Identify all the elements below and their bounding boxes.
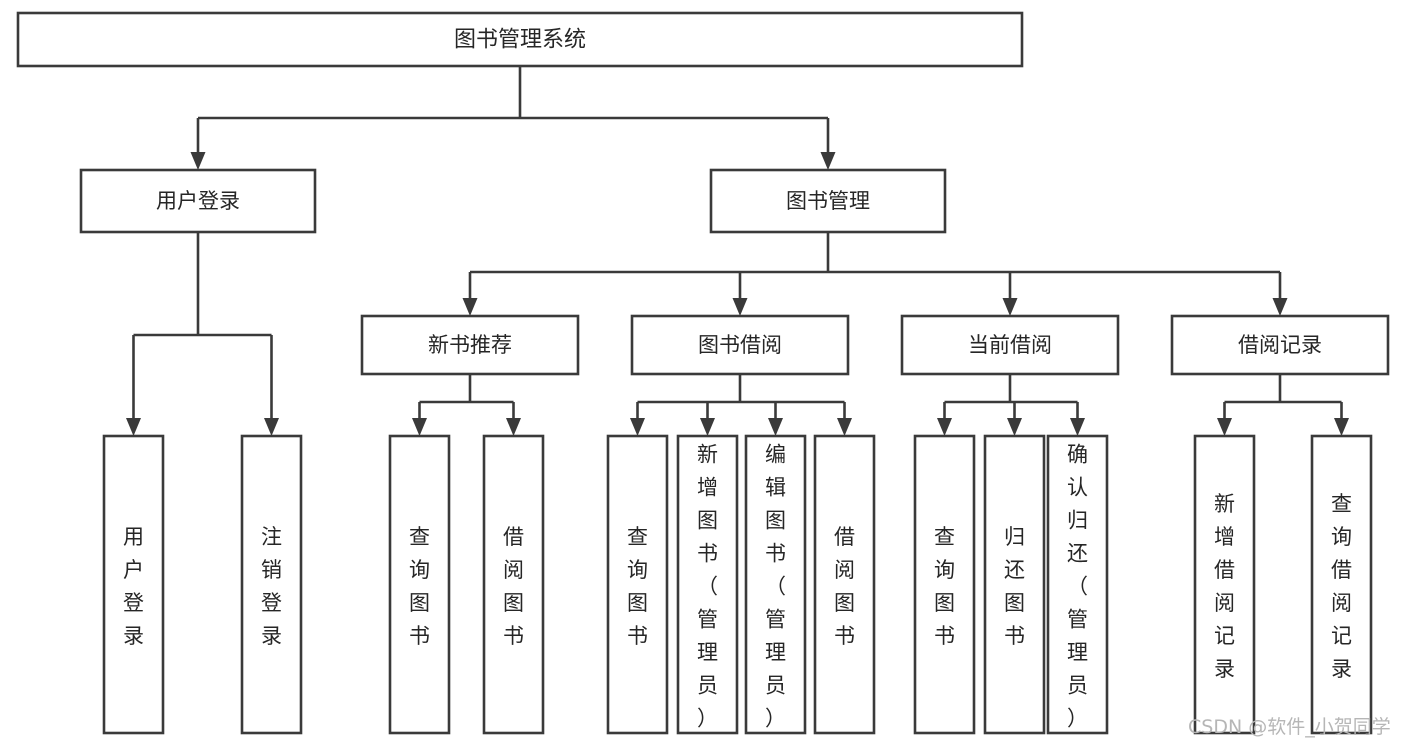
- arrow-head-icon: [837, 418, 852, 436]
- node-box: [360, 314, 580, 376]
- node-label: 用户登录: [156, 189, 240, 213]
- node-查询借阅记录[interactable]: 查询借阅记录: [1310, 434, 1373, 735]
- node-label: 当前借阅: [968, 333, 1052, 357]
- node-label: 图书借阅: [698, 333, 782, 357]
- arrow-head-icon: [732, 298, 748, 316]
- node-label: 新书推荐: [428, 333, 512, 357]
- arrow-head-icon: [1217, 418, 1232, 436]
- node-当前借阅[interactable]: 当前借阅: [900, 314, 1120, 376]
- node-label: 借阅图书: [503, 525, 524, 648]
- csdn-watermark: CSDN @软件_小贺同学: [1188, 716, 1391, 738]
- node-新书推荐[interactable]: 新书推荐: [360, 314, 580, 376]
- arrow-head-icon: [1070, 418, 1085, 436]
- node-box: [900, 314, 1120, 376]
- node-编辑图书-管理员[interactable]: 编辑图书（管理员）: [744, 434, 807, 735]
- arrow-head-icon: [264, 418, 279, 436]
- arrow-head-icon: [506, 418, 521, 436]
- node-box: [240, 434, 303, 735]
- node-layer: 图书管理系统用户登录图书管理用户登录注销登录新书推荐查询图书借阅图书图书借阅查询…: [16, 11, 1390, 735]
- node-box: [813, 434, 876, 735]
- connector-layer: [126, 66, 1349, 436]
- node-用户登录[interactable]: 用户登录: [102, 434, 165, 735]
- arrow-head-icon: [462, 298, 478, 316]
- node-box: [1170, 314, 1390, 376]
- node-图书管理系统[interactable]: 图书管理系统: [16, 11, 1024, 68]
- arrow-head-icon: [126, 418, 141, 436]
- node-图书管理[interactable]: 图书管理: [709, 168, 947, 234]
- node-box: [913, 434, 976, 735]
- node-新增图书-管理员[interactable]: 新增图书（管理员）: [676, 434, 739, 735]
- node-label: 确认归还（管理员）: [1067, 443, 1088, 731]
- node-label: 查询图书: [934, 525, 955, 648]
- node-图书借阅[interactable]: 图书借阅: [630, 314, 850, 376]
- node-用户登录[interactable]: 用户登录: [79, 168, 317, 234]
- node-box: [744, 434, 807, 735]
- node-label: 查询图书: [627, 525, 648, 648]
- node-box: [1046, 434, 1109, 735]
- arrow-head-icon: [1272, 298, 1288, 316]
- node-box: [16, 11, 1024, 68]
- arrow-head-icon: [1002, 298, 1018, 316]
- node-box: [1193, 434, 1256, 735]
- arrow-head-icon: [1334, 418, 1349, 436]
- arrow-head-icon: [630, 418, 645, 436]
- node-label: 注销登录: [261, 525, 282, 648]
- node-借阅图书[interactable]: 借阅图书: [813, 434, 876, 735]
- node-box: [676, 434, 739, 735]
- arrow-head-icon: [700, 418, 715, 436]
- arrow-head-icon: [412, 418, 427, 436]
- node-label: 图书管理系统: [454, 28, 586, 53]
- node-box: [388, 434, 451, 735]
- arrow-head-icon: [768, 418, 783, 436]
- node-借阅图书[interactable]: 借阅图书: [482, 434, 545, 735]
- node-box: [482, 434, 545, 735]
- node-查询图书[interactable]: 查询图书: [388, 434, 451, 735]
- node-box: [79, 168, 317, 234]
- node-box: [102, 434, 165, 735]
- node-box: [709, 168, 947, 234]
- node-label: 查询借阅记录: [1331, 492, 1352, 681]
- node-label: 归还图书: [1004, 525, 1025, 648]
- node-查询图书[interactable]: 查询图书: [913, 434, 976, 735]
- node-box: [606, 434, 669, 735]
- arrow-head-icon: [820, 152, 836, 170]
- node-label: 借阅记录: [1238, 333, 1322, 357]
- node-label: 查询图书: [409, 525, 430, 648]
- node-注销登录[interactable]: 注销登录: [240, 434, 303, 735]
- node-label: 新增图书（管理员）: [697, 443, 718, 731]
- node-box: [630, 314, 850, 376]
- node-归还图书[interactable]: 归还图书: [983, 434, 1046, 735]
- arrow-head-icon: [1007, 418, 1022, 436]
- node-label: 编辑图书（管理员）: [765, 443, 786, 731]
- arrow-head-icon: [937, 418, 952, 436]
- node-label: 图书管理: [786, 189, 870, 213]
- node-label: 新增借阅记录: [1214, 492, 1235, 681]
- node-box: [1310, 434, 1373, 735]
- arrow-head-icon: [190, 152, 206, 170]
- node-借阅记录[interactable]: 借阅记录: [1170, 314, 1390, 376]
- node-label: 用户登录: [123, 525, 144, 648]
- node-新增借阅记录[interactable]: 新增借阅记录: [1193, 434, 1256, 735]
- node-box: [983, 434, 1046, 735]
- node-确认归还-管理员[interactable]: 确认归还（管理员）: [1046, 434, 1109, 735]
- node-label: 借阅图书: [834, 525, 855, 648]
- node-查询图书[interactable]: 查询图书: [606, 434, 669, 735]
